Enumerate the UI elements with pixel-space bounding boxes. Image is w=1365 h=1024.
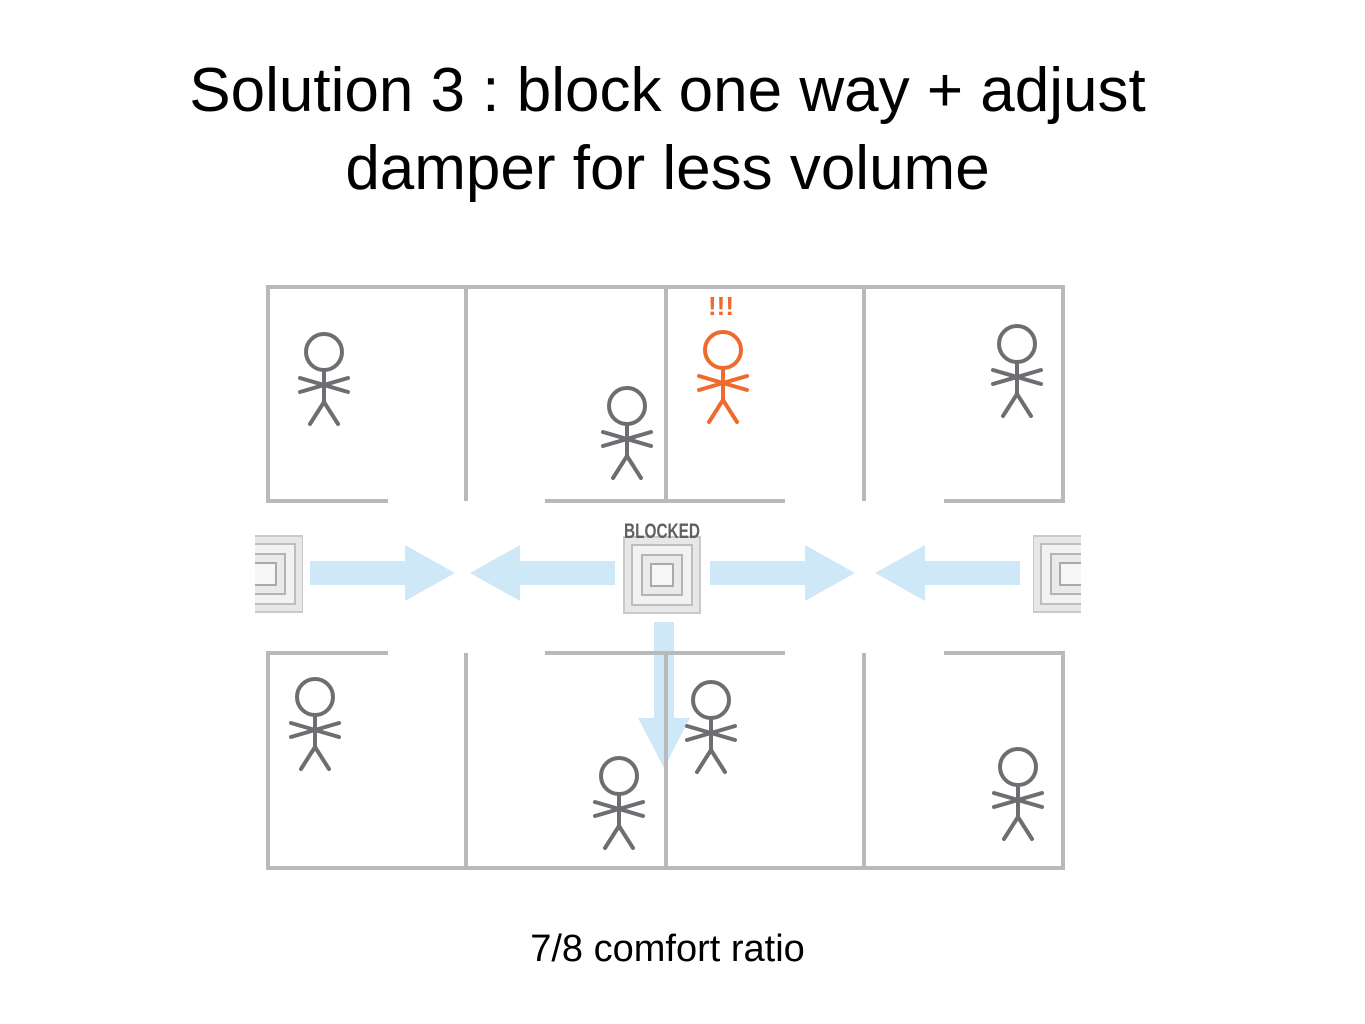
office-walls bbox=[266, 285, 1065, 870]
person-icon bbox=[685, 680, 737, 774]
blocked-label: BLOCKED bbox=[624, 520, 700, 543]
diffuser-right bbox=[1033, 535, 1081, 613]
title-line-2: damper for less volume bbox=[345, 134, 990, 203]
airflow-arrow-left-1 bbox=[470, 545, 615, 601]
person-alert-icon bbox=[697, 330, 749, 424]
airflow-arrow-right-2 bbox=[710, 545, 855, 601]
comfort-ratio-caption: 7/8 comfort ratio bbox=[530, 928, 805, 970]
person-icon bbox=[992, 747, 1044, 841]
person-icon bbox=[601, 386, 653, 480]
airflow-arrow-left-2 bbox=[875, 545, 1020, 601]
uncomfortable-person: !!! bbox=[697, 291, 749, 424]
person-icon bbox=[289, 677, 341, 771]
person-icon bbox=[298, 332, 350, 426]
person-icon bbox=[991, 324, 1043, 418]
alert-label: !!! bbox=[708, 291, 734, 321]
person-icon bbox=[593, 756, 645, 850]
title-line-1: Solution 3 : block one way + adjust bbox=[189, 56, 1146, 125]
diffuser-center-blocked: BLOCKED bbox=[623, 520, 701, 614]
airflow-arrow-right-1 bbox=[310, 545, 455, 601]
slide-title: Solution 3 : block one way + adjust damp… bbox=[0, 52, 1335, 208]
diffuser-left bbox=[255, 535, 303, 613]
